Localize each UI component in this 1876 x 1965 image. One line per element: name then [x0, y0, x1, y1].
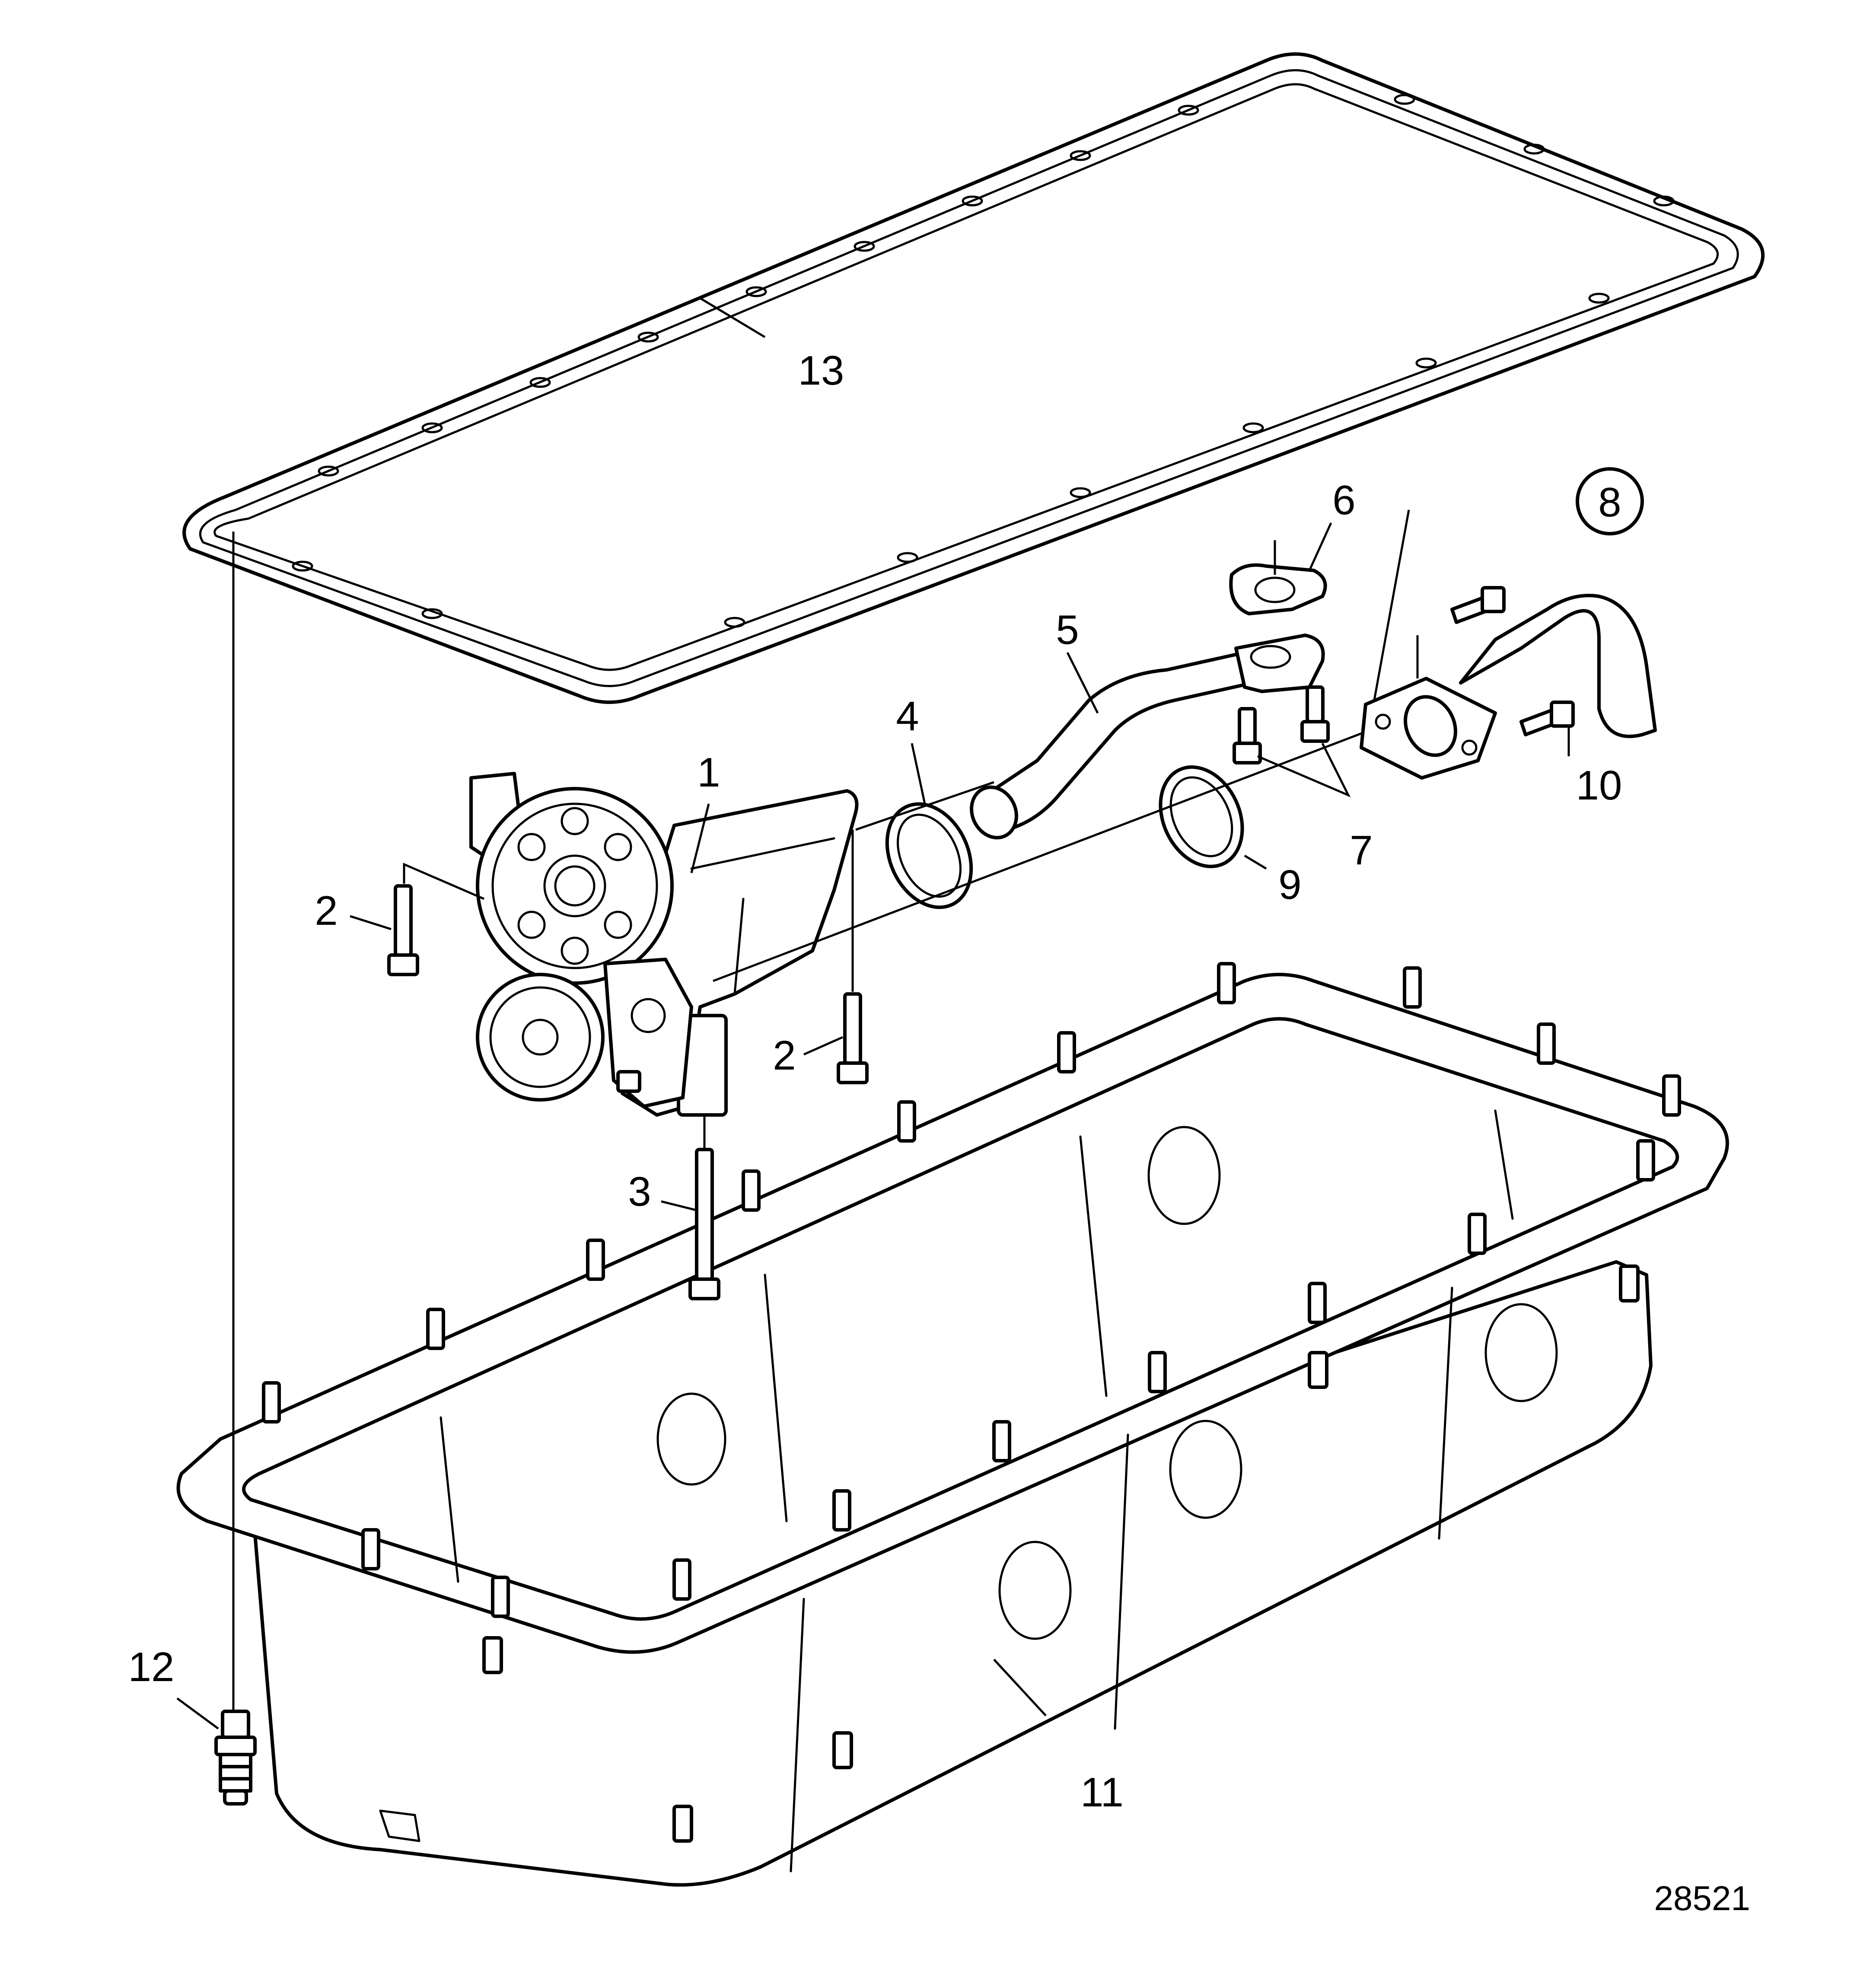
- flange-gasket: [1229, 563, 1327, 615]
- gasket-bolt-holes: [292, 94, 1675, 628]
- oil-pump: [469, 772, 859, 1117]
- o-ring-9: [1159, 765, 1244, 868]
- callout-1: 1: [697, 749, 720, 796]
- callout-12: 12: [128, 1644, 175, 1690]
- return-axis: [713, 707, 1427, 982]
- callout-2-left: 2: [315, 888, 338, 934]
- callout-13: 13: [798, 347, 844, 394]
- pump-bolt-left: [387, 884, 419, 976]
- drain-plug: [214, 1710, 257, 1806]
- callout-9: 9: [1278, 862, 1301, 908]
- flange-bolts: [1233, 685, 1330, 764]
- elbow-bolts: [1450, 586, 1575, 736]
- o-ring-4: [885, 802, 973, 909]
- callout-4: 4: [896, 693, 919, 739]
- callout-7: 7: [1350, 827, 1373, 873]
- oil-pan-studs: [262, 962, 1681, 1618]
- figure-number: 28521: [1654, 1879, 1750, 1917]
- pickup-stud: [688, 1115, 720, 1300]
- callout-labels: 1 2 2 3 4 5 6 7 8 9 10 11 12 13 28521: [128, 347, 1750, 1917]
- pump-bolt-right: [837, 992, 869, 1084]
- callout-2-right: 2: [773, 1032, 796, 1079]
- oil-pan: [176, 962, 1729, 1887]
- suction-elbow: [1360, 594, 1657, 780]
- callout-6: 6: [1332, 477, 1355, 523]
- callout-5: 5: [1056, 607, 1079, 653]
- bolt-left-alignment: [403, 863, 484, 900]
- oil-pan-gasket: [182, 52, 1765, 704]
- callout-3: 3: [628, 1169, 651, 1215]
- callout-8: 8: [1598, 479, 1621, 525]
- oil-pipe: [970, 634, 1325, 840]
- pump-outlet-axis: [855, 781, 994, 831]
- callout-10: 10: [1576, 762, 1622, 809]
- callout-11: 11: [1080, 1769, 1124, 1815]
- callout-leaders: [176, 297, 1644, 1730]
